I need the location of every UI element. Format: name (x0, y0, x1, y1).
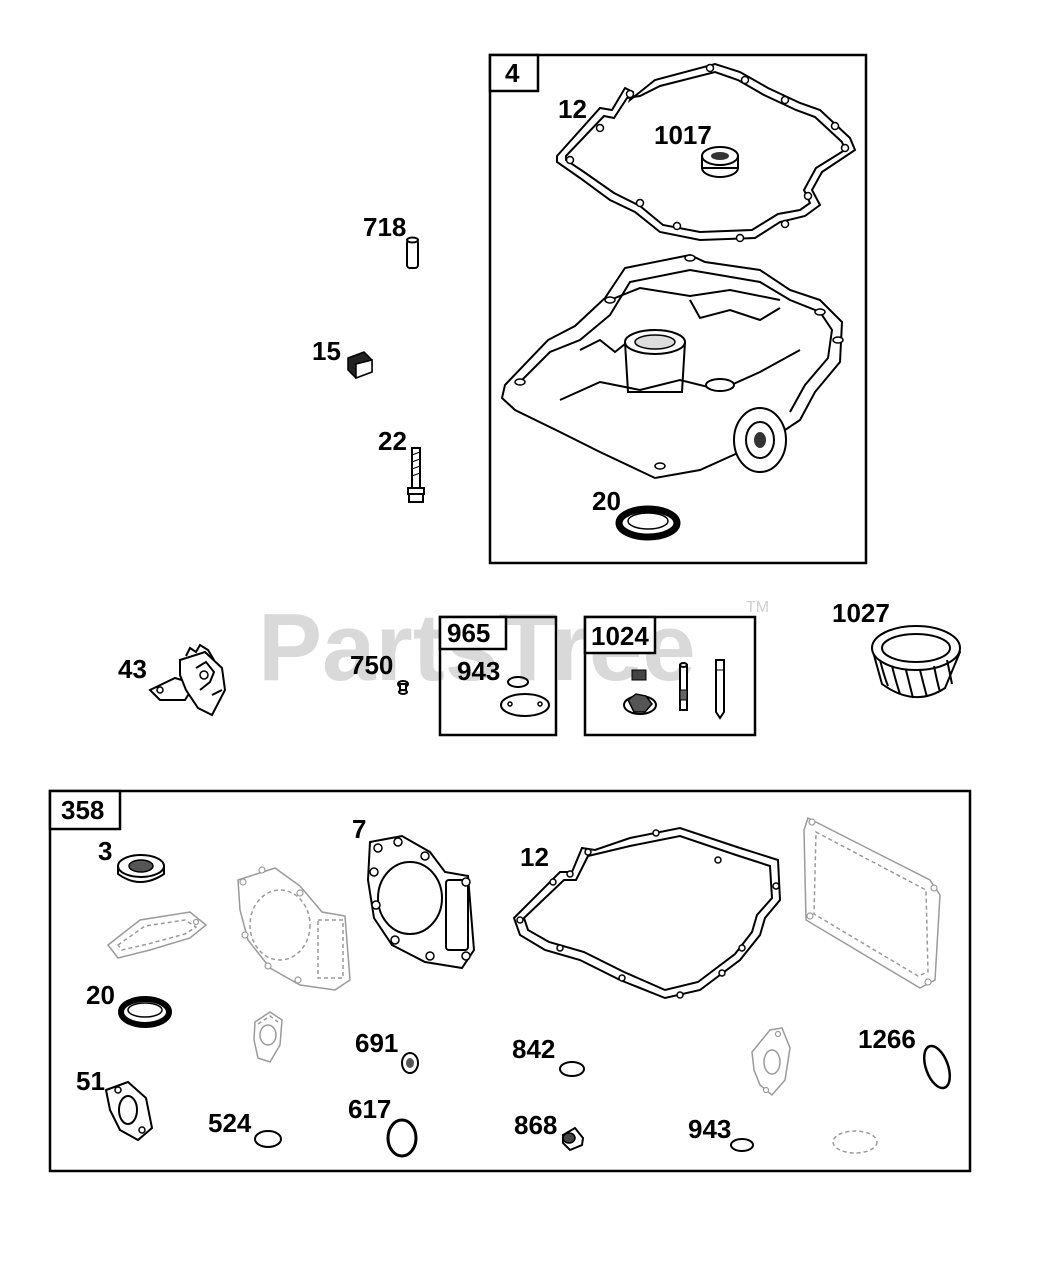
part-842-oring[interactable] (559, 1061, 585, 1077)
part-1266-oring[interactable] (919, 1043, 955, 1092)
part-20-oil-seal-358[interactable] (118, 996, 172, 1028)
callout-617: 617 (348, 1094, 391, 1124)
group-1024-tag: 1024 (591, 621, 649, 651)
callout-43: 43 (118, 654, 147, 684)
callout-51: 51 (76, 1066, 105, 1096)
callout-1017: 1017 (654, 120, 712, 150)
part-sump-housing[interactable] (500, 253, 844, 480)
group-965-box[interactable]: 965 (438, 615, 558, 737)
part-524-oring[interactable] (254, 1130, 282, 1148)
callout-3: 3 (98, 836, 112, 866)
callout-943-358: 943 (688, 1114, 731, 1144)
ghost-intake-gasket (751, 1027, 791, 1097)
part-12-sump-gasket[interactable] (556, 62, 857, 243)
part-7-head-gasket[interactable] (366, 834, 476, 970)
callout-20-358: 20 (86, 980, 115, 1010)
callout-842: 842 (512, 1034, 555, 1064)
ghost-small-gasket (253, 1011, 283, 1063)
group-358-tag: 358 (61, 795, 104, 825)
part-943-oring-358[interactable] (730, 1138, 754, 1152)
callout-12-358: 12 (520, 842, 549, 872)
part-43-control-bracket[interactable] (148, 643, 227, 717)
callout-691: 691 (355, 1028, 398, 1058)
part-750-screw[interactable] (397, 680, 409, 695)
callout-1266: 1266 (858, 1024, 916, 1054)
ghost-head-gasket (237, 866, 351, 991)
callout-868: 868 (514, 1110, 557, 1140)
part-51-gasket[interactable] (104, 1080, 154, 1142)
callout-1027: 1027 (832, 598, 890, 628)
part-1017-seal[interactable] (701, 146, 739, 178)
watermark-trademark: TM (746, 599, 769, 616)
part-1024-pump-rod[interactable] (715, 659, 725, 720)
part-20-oil-seal[interactable] (615, 505, 681, 541)
callout-524: 524 (208, 1108, 252, 1138)
part-22-bolt[interactable] (407, 447, 425, 503)
callout-7: 7 (352, 814, 366, 844)
part-617-oring[interactable] (386, 1118, 418, 1158)
group-965-tag: 965 (447, 618, 490, 648)
part-691-seal[interactable] (401, 1052, 419, 1074)
part-3-seal[interactable] (117, 854, 165, 883)
part-943-oring-965[interactable] (507, 676, 529, 688)
group-4-tag: 4 (505, 58, 520, 88)
part-1027-oil-filter[interactable] (870, 625, 962, 699)
part-868-bushing[interactable] (562, 1126, 585, 1152)
part-15-plug[interactable] (347, 351, 373, 380)
part-12-sump-gasket-358[interactable] (512, 826, 782, 1000)
callout-15: 15 (312, 336, 341, 366)
callout-718: 718 (363, 212, 406, 242)
callout-750: 750 (350, 650, 393, 680)
part-1024-oil-pump-rotor[interactable] (623, 669, 657, 715)
group-358-box[interactable]: 358 (48, 789, 972, 1173)
callout-12-top: 12 (558, 94, 587, 124)
ghost-oring (832, 1130, 878, 1154)
group-4-box[interactable]: 4 (488, 53, 868, 565)
part-965-cover-plate[interactable] (500, 693, 550, 717)
callout-22: 22 (378, 426, 407, 456)
callout-943-965: 943 (457, 656, 500, 686)
ghost-valve-cover-gasket (803, 816, 941, 989)
part-718-dowel-pin[interactable] (406, 236, 419, 269)
group-1024-box[interactable]: 1024 (583, 615, 757, 737)
callout-20-top: 20 (592, 486, 621, 516)
part-1024-pump-shaft[interactable] (679, 662, 688, 711)
ghost-gasket-left (106, 911, 208, 959)
